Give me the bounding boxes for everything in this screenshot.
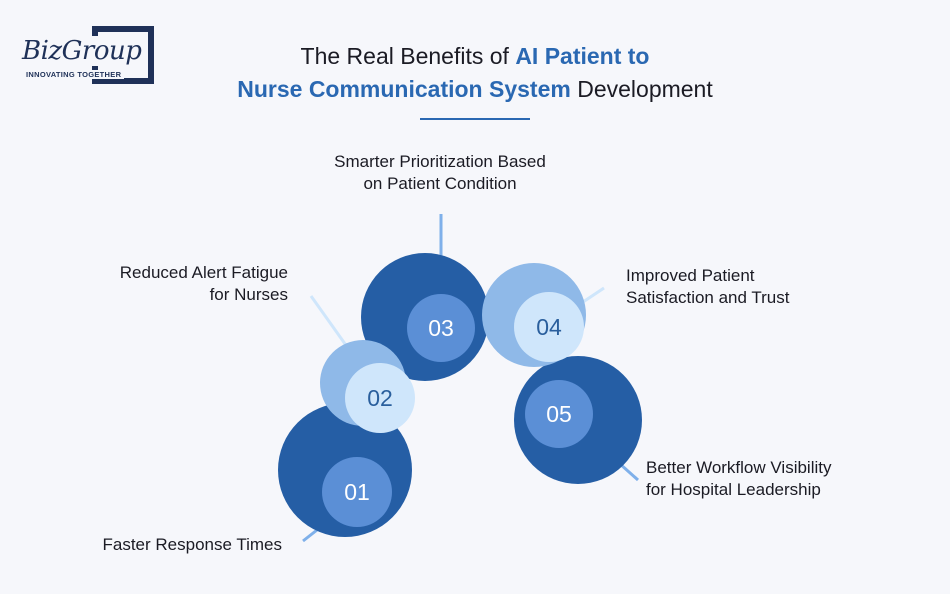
- benefit-05-inner-circle: [525, 380, 593, 448]
- title-line-2: Nurse Communication System Development: [0, 73, 950, 106]
- title-line-2-accent: Nurse Communication System: [237, 76, 571, 102]
- benefit-04-label: Improved Patient Satisfaction and Trust: [626, 265, 876, 309]
- benefit-05-label-line-1: Better Workflow Visibility: [646, 458, 832, 477]
- benefit-03: 03: [361, 253, 489, 381]
- bizgroup-logo: BizGroup INNOVATING TOGETHER: [16, 24, 158, 86]
- benefit-03-label-line-2: on Patient Condition: [363, 174, 517, 193]
- benefit-03-number: 03: [428, 315, 454, 341]
- benefit-02-label-line-1: Reduced Alert Fatigue: [119, 263, 288, 282]
- benefit-01-label: Faster Response Times: [60, 534, 282, 556]
- benefit-02-label: Reduced Alert Fatigue for Nurses: [60, 262, 288, 306]
- benefit-01: 01: [278, 403, 412, 537]
- title-line-1: The Real Benefits of AI Patient to: [0, 40, 950, 73]
- benefit-03-label-line-1: Smarter Prioritization Based: [334, 152, 546, 171]
- benefit-04-inner-circle: [514, 292, 584, 362]
- benefit-03-label: Smarter Prioritization Based on Patient …: [290, 151, 590, 195]
- logo-tagline: INNOVATING TOGETHER: [26, 70, 125, 79]
- benefit-04: 04: [482, 263, 586, 367]
- title-underline: [420, 118, 530, 120]
- benefit-02-inner-circle: [345, 363, 415, 433]
- benefit-02-number: 02: [367, 385, 393, 411]
- benefit-05-label: Better Workflow Visibility for Hospital …: [646, 457, 906, 501]
- logo-wordmark: BizGroup: [22, 36, 144, 66]
- benefit-01-label-line-1: Faster Response Times: [102, 535, 282, 554]
- benefit-04-label-line-2: Satisfaction and Trust: [626, 288, 790, 307]
- benefit-05-label-line-2: for Hospital Leadership: [646, 480, 821, 499]
- benefit-05: 05: [514, 356, 642, 484]
- title-line-2-suffix: Development: [570, 76, 713, 102]
- benefit-02: 02: [320, 340, 415, 433]
- benefit-03-inner-circle: [407, 294, 475, 362]
- benefit-05-number: 05: [546, 401, 572, 427]
- benefit-02-label-line-2: for Nurses: [209, 285, 288, 304]
- benefit-01-inner-circle: [322, 457, 392, 527]
- title-line-1-accent: AI Patient to: [515, 43, 650, 69]
- benefit-04-number: 04: [536, 314, 562, 340]
- benefit-01-number: 01: [344, 479, 370, 505]
- page-title: The Real Benefits of AI Patient to Nurse…: [0, 40, 950, 106]
- benefit-04-label-line-1: Improved Patient: [626, 266, 755, 285]
- title-line-1-prefix: The Real Benefits of: [300, 43, 516, 69]
